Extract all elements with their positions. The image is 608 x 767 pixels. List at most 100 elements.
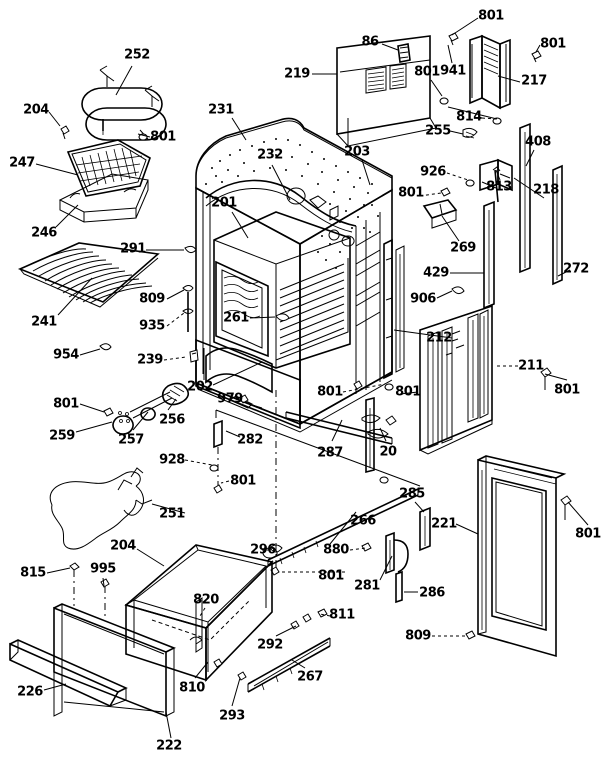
side-panel-211-graphic [419, 304, 493, 455]
callout-broiler-pan-insert: 247 [9, 155, 35, 171]
callout-stud: 941 [440, 63, 466, 79]
callout-screw: 801 [395, 384, 421, 400]
storage-drawer-graphic [124, 544, 274, 682]
callout-screw: 801 [398, 185, 424, 201]
rack-rib-stack [279, 263, 345, 355]
pin-809-935 [182, 285, 194, 332]
callout-screw: 801 [540, 36, 566, 52]
callout-pin: 810 [179, 680, 205, 696]
callout-brace: 287 [317, 445, 343, 461]
callout-screw: 801 [575, 526, 601, 542]
leader-lines [35, 17, 589, 739]
oven-body-graphic [195, 117, 393, 433]
callout-broiler-pan: 246 [31, 225, 57, 241]
callout-pin: 809 [405, 628, 431, 644]
callout-rear-bracket: 217 [521, 73, 547, 89]
callout-oven-body-wrapper: 231 [208, 102, 234, 118]
drawer-handle-graphic [9, 639, 128, 708]
callout-screw: 801 [478, 8, 504, 24]
callout-pin: 813 [486, 179, 512, 195]
callout-side-panel: 211 [518, 358, 544, 374]
callout-terminal-block: 86 [361, 34, 379, 50]
callout-grommet: 296 [250, 542, 276, 558]
callout-screw: 801 [230, 473, 256, 489]
callout-rod: 814 [456, 109, 482, 125]
callout-washer: 935 [139, 318, 165, 334]
panel-edge-212-graphic [383, 238, 405, 380]
grommet-296-icon [262, 547, 278, 559]
callout-clip: 261 [223, 310, 249, 326]
callout-wire-harness: 251 [159, 506, 185, 522]
callout-bracket: 239 [137, 352, 163, 368]
callout-broil-element: 204 [23, 102, 49, 118]
wire-harness-graphic [49, 467, 153, 550]
callout-storage-drawer: 204 [110, 538, 136, 554]
callout-drawer-slide: 267 [297, 669, 323, 685]
callout-top-panel: 232 [257, 147, 283, 163]
callout-screw: 293 [219, 708, 245, 724]
oven-rack-graphic [17, 242, 160, 308]
small-hardware-upper-right [439, 32, 542, 203]
pin-icon-drawer-a [213, 658, 223, 668]
drawer-front-graphic [53, 603, 176, 718]
callout-washer: 926 [420, 164, 446, 180]
pins-left-drawer [69, 562, 110, 620]
callout-clip: 906 [410, 291, 436, 307]
callout-rear-support: 203 [344, 144, 370, 160]
callout-side-panel-edge: 212 [426, 330, 452, 346]
callout-screw: 801 [554, 382, 580, 398]
pin-icon-drawer-c [302, 613, 312, 623]
callout-clip: 880 [323, 542, 349, 558]
callout-bushing: 255 [425, 123, 451, 139]
callout-drawer-pan: 820 [193, 592, 219, 608]
callout-screw: 979 [217, 391, 243, 407]
drawer-slide-graphic [247, 637, 331, 693]
door-catch-graphic [361, 531, 409, 604]
callout-oven-rack: 241 [31, 314, 57, 330]
callout-side-rail: 429 [423, 265, 449, 281]
screw-icons-elements [60, 125, 148, 141]
screw-icon-door [560, 495, 572, 506]
broiler-pan-graphic [58, 139, 151, 223]
pin-icon-drawer-b [237, 671, 247, 681]
callout-pin: 815 [20, 565, 46, 581]
callout-clip: 954 [53, 347, 79, 363]
misc-clips [99, 245, 465, 630]
callout-oven-liner: 201 [211, 195, 237, 211]
callout-shaft: 257 [118, 432, 144, 448]
callout-bake-element: 252 [124, 47, 150, 63]
oven-door-graphic [477, 455, 567, 658]
callout-pin: 809 [139, 291, 165, 307]
bake-element-graphic [81, 65, 163, 135]
callout-drawer-handle: 226 [17, 684, 43, 700]
callout-front-frame-rail: 266 [350, 513, 376, 529]
callout-side-rail: 408 [525, 134, 551, 150]
callout-screw: 801 [318, 568, 344, 584]
callout-drawer-front: 222 [156, 738, 182, 754]
callout-bracket: 269 [450, 240, 476, 256]
callout-corner-bracket: 218 [533, 182, 559, 198]
callout-screw: 801 [150, 129, 176, 145]
callout-hinge-bracket: 285 [399, 486, 425, 502]
callout-side-rail: 272 [563, 261, 589, 277]
callout-rod: 282 [237, 432, 263, 448]
callout-oven-door-outer: 221 [431, 516, 457, 532]
callout-latch: 20 [379, 444, 397, 460]
bracket-269-graphic [422, 199, 458, 229]
callout-clip: 292 [257, 637, 283, 653]
rear-bracket-217-graphic [469, 34, 511, 110]
callout-washer: 928 [159, 452, 185, 468]
knob-assembly-graphic [103, 382, 190, 435]
rear-inner-panel [286, 187, 381, 327]
hinge-285-graphic [419, 506, 431, 552]
callout-door-catch: 281 [354, 578, 380, 594]
callout-striker: 286 [419, 585, 445, 601]
callout-washer: 995 [90, 561, 116, 577]
callout-screw: 801 [317, 384, 343, 400]
misc-screws [384, 187, 552, 391]
callout-pin: 811 [329, 607, 355, 623]
callout-knob: 259 [49, 428, 75, 444]
callout-bracket: 256 [159, 412, 185, 428]
